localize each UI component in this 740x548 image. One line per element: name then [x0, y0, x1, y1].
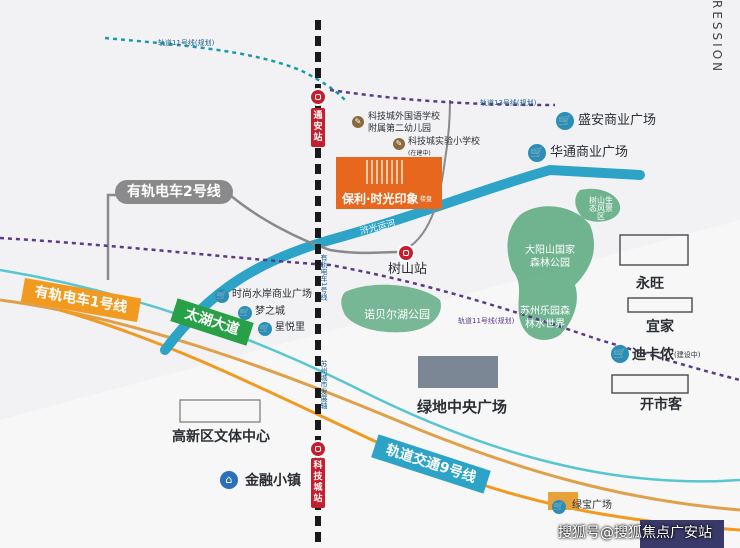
- dashed-teal-11: [104, 36, 346, 101]
- brand-badge: [640, 520, 724, 548]
- river-line: [160, 164, 645, 355]
- lvbao-label[interactable]: 绿宝广场: [572, 500, 612, 511]
- line11b-label: 轨道11号线(规划): [458, 317, 515, 325]
- shishang-label[interactable]: 时尚水岸商业广场: [232, 289, 312, 300]
- dikaxi-label[interactable]: 迪卡侬: [632, 347, 674, 363]
- school-icon: ✎: [393, 138, 405, 150]
- corner-text: RESSION: [710, 0, 724, 75]
- cart-icon: 🛒: [215, 289, 229, 303]
- metro-station-north-icon[interactable]: [309, 88, 327, 106]
- project-name: 保利·时光印象: [342, 192, 419, 206]
- school-icon: ✎: [352, 116, 364, 128]
- cart-icon: 🛒: [238, 306, 252, 320]
- cart-icon: 🛒: [528, 144, 546, 162]
- cart-icon: 🛒: [258, 322, 272, 336]
- line11-label: 轨道11号线(规划): [158, 39, 215, 47]
- dayang-label[interactable]: 大阳山国家森林公园: [525, 245, 575, 269]
- cart-icon: 🛒: [611, 345, 629, 363]
- bank-icon: ⌂: [220, 471, 238, 489]
- jinrong-label[interactable]: 金融小镇: [245, 473, 301, 489]
- tram-side-label: 有轨电车1号线: [320, 254, 328, 301]
- school-2-line2: (在建中): [408, 150, 431, 157]
- shushan-label[interactable]: 树山生态风景区: [589, 196, 613, 221]
- yongwang-label[interactable]: 永旺: [636, 276, 664, 292]
- kaishike-label[interactable]: 开市客: [640, 397, 682, 413]
- cart-icon: 🛒: [556, 112, 574, 130]
- tram2-line: [106, 193, 401, 280]
- dashed-purple-11: [0, 236, 740, 382]
- gaoxin-label[interactable]: 高新区文体中心: [172, 429, 270, 445]
- lvdi-label[interactable]: 绿地中央广场: [417, 398, 508, 416]
- forest-nuobeier: [341, 284, 441, 333]
- road-trunk: [0, 298, 740, 512]
- project-logo: [366, 160, 406, 184]
- building-yijia: [627, 297, 693, 313]
- building-gaoxin: [179, 399, 261, 423]
- line13-label: 轨道13号线(规划): [480, 99, 537, 107]
- project-sub: 楼盘: [420, 196, 433, 203]
- dashed-purple-13: [329, 88, 556, 107]
- school-2-line1: 科技城实验小学校: [408, 137, 481, 147]
- shushan-station-label: 树山站: [388, 262, 428, 277]
- project-marker[interactable]: 保利·时光印象 楼盘: [336, 157, 442, 209]
- tram2-pill: 有轨电车2号线: [115, 180, 233, 204]
- cart-icon: 🛒: [552, 500, 566, 514]
- building-yongwang: [619, 234, 689, 266]
- huatong-label[interactable]: 华通商业广场: [550, 145, 629, 160]
- forest-dayangshan: [507, 206, 595, 340]
- shengan-label[interactable]: 盛安商业广场: [578, 113, 657, 128]
- south-station-label: 科技城站: [311, 458, 325, 508]
- school-2[interactable]: 科技城实验小学校 (在建中): [408, 137, 480, 159]
- school-1-line2: 附属第二幼儿园: [368, 124, 432, 134]
- tram2-connector: [399, 99, 451, 253]
- leyuan-label[interactable]: 苏州乐园森林水世界: [520, 306, 570, 330]
- building-kaishike: [611, 374, 689, 394]
- metro-station-south-icon[interactable]: [309, 440, 327, 458]
- forest-shushan: [575, 188, 621, 222]
- school-1-line1: 科技城外国语学校: [368, 112, 441, 122]
- mengzhi-label[interactable]: 梦之城: [255, 306, 285, 317]
- xingyue-label[interactable]: 星悦里: [275, 322, 305, 333]
- metro-station-shushan-icon[interactable]: [397, 244, 415, 262]
- school-1[interactable]: 科技城外国语学校 附属第二幼儿园: [368, 111, 440, 135]
- building-lvdi: [418, 356, 498, 388]
- yijia-label[interactable]: 宜家: [646, 319, 674, 335]
- watermark: 搜狐号@搜狐焦点广安站: [558, 525, 712, 541]
- dikaxi-note: (建设中): [674, 351, 701, 359]
- south-side-label: 苏州城市发展轴: [320, 360, 328, 409]
- north-station-label: 通安站: [311, 108, 325, 147]
- background-plane: [0, 0, 740, 420]
- nuobeier-label[interactable]: 诺贝尔湖公园: [364, 308, 430, 321]
